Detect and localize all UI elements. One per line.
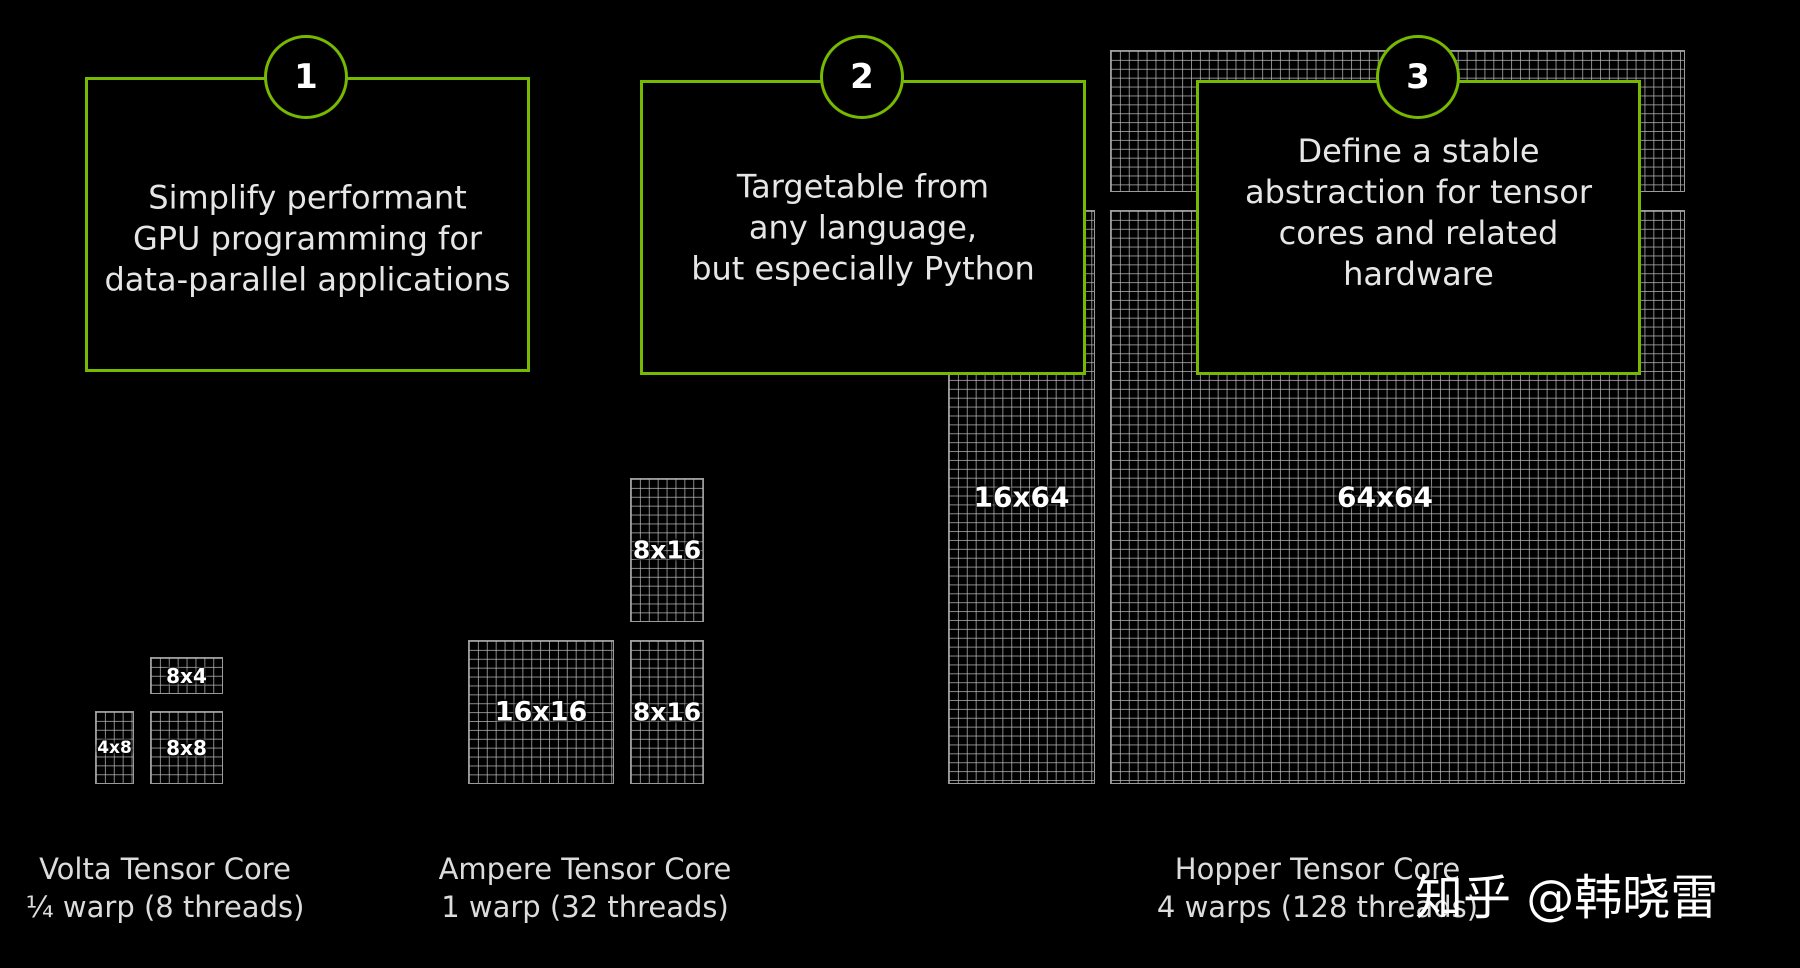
volta-tile-8x8: 8x8	[150, 711, 223, 784]
caption-ampere: Ampere Tensor Core 1 warp (32 threads)	[425, 850, 745, 926]
goal-text-2: Targetable from any language, but especi…	[691, 167, 1035, 287]
caption-ampere-threads: 1 warp (32 threads)	[441, 890, 729, 924]
tile-label-8x16-top: 8x16	[632, 535, 702, 565]
goal-badge-2: 2	[820, 35, 904, 119]
volta-tile-4x8: 4x8	[95, 711, 134, 784]
goal-card-3: Define a stable abstraction for tensor c…	[1196, 80, 1641, 375]
tile-label-64x64: 64x64	[1337, 480, 1433, 514]
ampere-tile-8x16-bottom: 8x16	[630, 640, 704, 784]
caption-hopper-threads: 4 warps (128 threads)	[1156, 890, 1479, 924]
volta-tile-8x4: 8x4	[150, 657, 223, 694]
goal-card-2: Targetable from any language, but especi…	[640, 80, 1086, 375]
tile-label-4x8: 4x8	[97, 737, 132, 758]
caption-hopper-title: Hopper Tensor Core	[1174, 852, 1461, 886]
tile-label-16x16: 16x16	[494, 696, 588, 728]
caption-ampere-title: Ampere Tensor Core	[438, 852, 732, 886]
goal-badge-3: 3	[1376, 35, 1460, 119]
caption-volta: Volta Tensor Core ¼ warp (8 threads)	[15, 850, 315, 926]
tile-label-16x64: 16x64	[973, 480, 1070, 514]
tile-label-8x8: 8x8	[166, 735, 207, 760]
caption-hopper: Hopper Tensor Core 4 warps (128 threads)	[1145, 850, 1490, 926]
ampere-tile-8x16-top: 8x16	[630, 478, 704, 622]
goal-text-3: Define a stable abstraction for tensor c…	[1244, 132, 1593, 294]
caption-volta-threads: ¼ warp (8 threads)	[25, 890, 305, 924]
caption-volta-title: Volta Tensor Core	[39, 852, 291, 886]
goal-badge-1: 1	[264, 35, 348, 119]
tile-label-8x4: 8x4	[166, 663, 207, 688]
watermark: 知乎 @韩晓雷	[1415, 870, 1719, 926]
goal-card-1: Simplify performant GPU programming for …	[85, 77, 530, 372]
goal-text-1: Simplify performant GPU programming for …	[104, 178, 511, 299]
tile-label-8x16-bottom: 8x16	[632, 697, 702, 727]
ampere-tile-16x16: 16x16	[468, 640, 614, 784]
